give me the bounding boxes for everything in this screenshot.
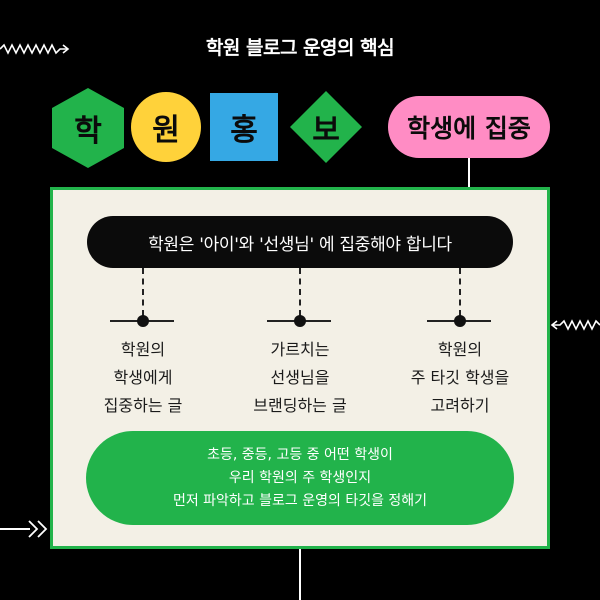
badge-bo: 보 bbox=[290, 91, 362, 163]
zigzag-arrow-right-icon bbox=[550, 319, 600, 331]
connector-line-left bbox=[0, 528, 30, 530]
badge-won: 원 bbox=[131, 92, 201, 162]
column-1-line-3: 집중하는 글 bbox=[103, 396, 183, 415]
column-2-line-3: 브랜딩하는 글 bbox=[253, 396, 347, 415]
connector-line-bottom bbox=[299, 549, 301, 600]
dashed-connector-3 bbox=[459, 268, 461, 316]
column-2-line-2: 선생님을 bbox=[270, 368, 330, 387]
bottom-summary-line-2: 우리 학원의 주 학생인지 bbox=[228, 469, 372, 486]
column-3-line-1: 학원의 bbox=[437, 340, 483, 359]
column-1-line-1: 학원의 bbox=[120, 340, 166, 359]
column-1-text: 학원의 학생에게 집중하는 글 bbox=[63, 336, 223, 420]
dashed-connector-1 bbox=[142, 268, 144, 316]
page-title: 학원 블로그 운영의 핵심 bbox=[205, 37, 395, 59]
main-statement: 학원은 '아이'와 '선생님' 에 집중해야 합니다 bbox=[87, 216, 513, 268]
badge-hak-label: 학 bbox=[74, 114, 102, 149]
badge-won-label: 원 bbox=[152, 113, 180, 148]
column-3-line-2: 주 타깃 학생을 bbox=[410, 368, 510, 387]
dot-1 bbox=[137, 315, 149, 327]
connector-line-top-right bbox=[468, 158, 470, 188]
zigzag-arrow-top-left-icon bbox=[0, 43, 70, 55]
main-statement-text: 학원은 '아이'와 '선생님' 에 집중해야 합니다 bbox=[148, 234, 452, 255]
dashed-connector-2 bbox=[299, 268, 301, 316]
column-3-text: 학원의 주 타깃 학생을 고려하기 bbox=[380, 336, 540, 420]
dot-3 bbox=[454, 315, 466, 327]
column-1-line-2: 학생에게 bbox=[113, 368, 173, 387]
badge-hak: 학 bbox=[52, 88, 124, 168]
bottom-summary: 초등, 중등, 고등 중 어떤 학생이 우리 학원의 주 학생인지 먼저 파악하… bbox=[86, 431, 514, 525]
badge-hong-label: 홍 bbox=[230, 113, 258, 148]
badge-bo-label: 보 bbox=[312, 113, 340, 148]
badge-hong: 홍 bbox=[210, 93, 278, 161]
column-2-line-1: 가르치는 bbox=[270, 340, 330, 359]
badge-focus: 학생에 집중 bbox=[388, 96, 550, 158]
column-2-text: 가르치는 선생님을 브랜딩하는 글 bbox=[220, 336, 380, 420]
dot-2 bbox=[294, 315, 306, 327]
double-chevron-left-icon bbox=[28, 520, 48, 538]
badge-focus-label: 학생에 집중 bbox=[407, 114, 531, 143]
bottom-summary-line-1: 초등, 중등, 고등 중 어떤 학생이 bbox=[207, 446, 393, 463]
column-3-line-3: 고려하기 bbox=[430, 396, 490, 415]
bottom-summary-line-3: 먼저 파악하고 블로그 운영의 타깃을 정해기 bbox=[172, 492, 428, 509]
